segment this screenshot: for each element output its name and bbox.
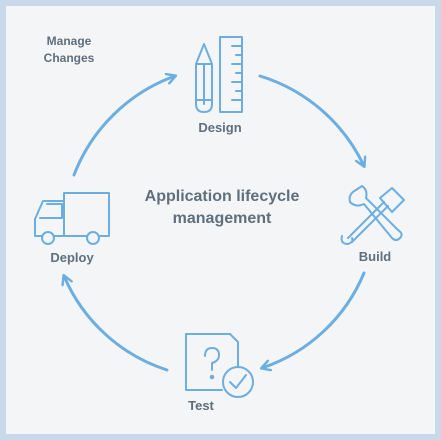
stage-label-build: Build — [358, 249, 392, 264]
arrow-build-to-test — [262, 271, 366, 368]
question-document-check-icon — [185, 333, 254, 398]
pencil-ruler-icon — [195, 36, 243, 113]
diagram-title: Application lifecycle management — [144, 188, 300, 227]
arrow-deploy-to-design — [72, 76, 175, 177]
arrow-design-to-build — [258, 74, 364, 166]
delivery-truck-icon — [34, 192, 110, 245]
manage-changes-note: Manage Changes — [43, 34, 95, 65]
stage-label-design: Design — [198, 120, 242, 135]
stage-label-test: Test — [188, 398, 214, 413]
arrow-test-to-deploy — [64, 276, 169, 372]
wrench-hammer-icon — [340, 185, 405, 245]
stage-label-deploy: Deploy — [50, 250, 94, 265]
